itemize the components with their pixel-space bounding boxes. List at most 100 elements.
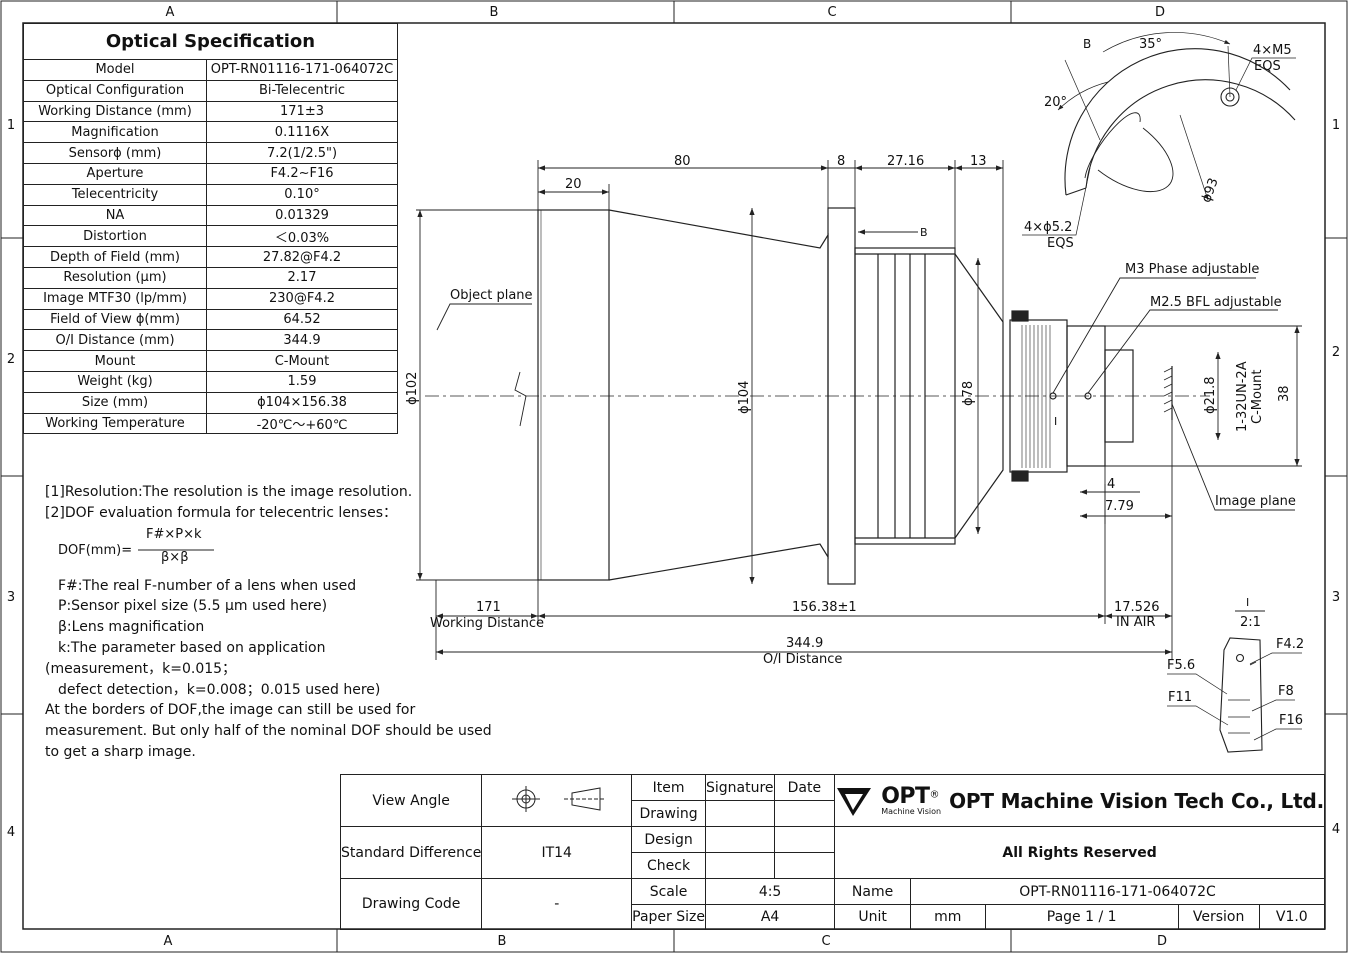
- scale-value: 4:5: [704, 878, 836, 905]
- version-value: V1.0: [1258, 904, 1326, 930]
- formula-numerator: F#×P×k: [146, 526, 202, 542]
- spec-value: 344.9: [206, 329, 398, 352]
- note-resolution: [1]Resolution:The resolution is the imag…: [45, 484, 413, 500]
- note-fnum: F#:The real F-number of a lens when used: [58, 577, 357, 594]
- spec-value: C-Mount: [206, 350, 398, 372]
- spec-key: Working Distance (mm): [23, 100, 207, 123]
- c-mount-label: C-Mount: [1250, 369, 1265, 424]
- lens-side-view: [425, 207, 1210, 585]
- angle-20: 20°: [1044, 95, 1068, 110]
- spec-key: Resolution (μm): [23, 266, 207, 289]
- spec-key: Sensorϕ (mm): [23, 142, 207, 164]
- working-distance-label: Working Distance: [430, 616, 544, 631]
- aperture-f11: F11: [1168, 690, 1193, 705]
- zone-row-4: 4: [6, 825, 16, 840]
- detail-b-view: [1022, 32, 1296, 236]
- zone-col-c-bottom: C: [821, 934, 831, 949]
- zone-col-b-bottom: B: [497, 934, 507, 949]
- spec-row: Weight (kg)1.59: [23, 370, 398, 393]
- spec-row: Working Distance (mm)171±3: [23, 100, 398, 123]
- zone-col-b: B: [489, 5, 499, 20]
- drawing-signature: [704, 800, 775, 827]
- spec-row: Depth of Field (mm)27.82@F4.2: [23, 246, 398, 268]
- spec-key: Size (mm): [23, 391, 207, 414]
- dia-104: ϕ104: [737, 380, 752, 414]
- spec-value: F4.2~F16: [206, 162, 398, 185]
- note-border-1: At the borders of DOF,the image can stil…: [45, 702, 416, 719]
- detail-i-scale: 2:1: [1240, 615, 1261, 630]
- zone-row-1-right: 1: [1331, 118, 1341, 133]
- drawing-date: [773, 800, 836, 827]
- notes-block: [1]Resolution:The resolution is the imag…: [45, 482, 492, 763]
- check-date: [773, 852, 836, 879]
- note-beta: β:Lens magnification: [58, 619, 205, 636]
- spec-value: 7.2(1/2.5"): [206, 142, 398, 164]
- spec-key: Optical Configuration: [23, 79, 207, 102]
- thread-spec: 1-32UN-2A: [1235, 361, 1250, 432]
- spec-value: Bi-Telecentric: [206, 79, 398, 102]
- company-name: OPT Machine Vision Tech Co., Ltd.: [949, 788, 1324, 813]
- scale-label: Scale: [631, 878, 706, 905]
- zone-col-a: A: [165, 5, 175, 20]
- std-diff-label: Standard Difference: [339, 826, 483, 879]
- item-header: Item: [631, 774, 706, 801]
- spec-value: 1.59: [206, 370, 398, 393]
- dia-21-8: ϕ21.8: [1203, 376, 1218, 414]
- projection-symbol: [481, 774, 633, 827]
- note-border-3: to get a sharp image.: [45, 743, 196, 760]
- detail-b-title: B: [1083, 37, 1092, 51]
- object-plane-label: Object plane: [450, 288, 533, 303]
- dof-formula: DOF(mm)= F#×P×k β×β: [45, 524, 492, 576]
- opt-logo-text: OPT: [881, 783, 930, 809]
- dim-7-79: 7.79: [1105, 499, 1134, 514]
- m3-phase-label: M3 Phase adjustable: [1125, 262, 1260, 277]
- unit-value: mm: [909, 904, 986, 930]
- spec-row: Field of View ϕ(mm)64.52: [23, 308, 398, 331]
- check-row-label: Check: [631, 852, 706, 879]
- spec-row: Distortion＜0.03%: [23, 225, 398, 248]
- registered-mark: ®: [929, 788, 940, 800]
- detail-i-title: I: [1246, 596, 1250, 609]
- paper-size-value: A4: [704, 904, 836, 930]
- opt-logo-subtitle: Machine Vision: [881, 806, 942, 816]
- opt-logo: OPT® Machine Vision: [881, 783, 942, 816]
- zone-row-3: 3: [6, 590, 16, 605]
- formula-denominator: β×β: [161, 549, 189, 565]
- note-dof: [2]DOF evaluation formula for telecentri…: [45, 504, 398, 521]
- m5-holes: 4×M5: [1253, 43, 1292, 58]
- note-pixel: P:Sensor pixel size (5.5 μm used here): [58, 598, 328, 615]
- in-air-label: IN AIR: [1116, 615, 1156, 630]
- paper-size-label: Paper Size: [631, 904, 706, 930]
- spec-key: Working Temperature: [23, 412, 207, 435]
- spec-value: 64.52: [206, 308, 398, 331]
- note-k: k:The parameter based on application: [58, 639, 326, 656]
- dim-8: 8: [837, 154, 846, 169]
- opt-logo-icon: [837, 787, 872, 816]
- date-header: Date: [773, 774, 836, 801]
- formula-lhs: DOF(mm)=: [58, 542, 133, 558]
- dimension-lines: [416, 160, 1302, 660]
- view-i-marker: I: [1054, 415, 1058, 428]
- spec-key: Telecentricity: [23, 183, 207, 206]
- spec-value: ＜0.03%: [206, 225, 398, 248]
- dim-156-38: 156.38±1: [792, 600, 857, 615]
- dim-20: 20: [565, 177, 582, 192]
- spec-key: O/I Distance (mm): [23, 329, 207, 352]
- note-measurement: (measurement，k=0.015；: [45, 660, 237, 677]
- hole-5-2: 4×ϕ5.2: [1024, 220, 1073, 235]
- spec-key: Image MTF30 (lp/mm): [23, 287, 207, 310]
- zone-col-d-bottom: D: [1156, 934, 1167, 949]
- spec-key: Depth of Field (mm): [23, 246, 207, 268]
- spec-row: Sensorϕ (mm)7.2(1/2.5"): [23, 142, 398, 164]
- angle-35: 35°: [1139, 37, 1163, 52]
- std-diff-value: IT14: [481, 826, 633, 879]
- spec-row: Size (mm)ϕ104×156.38: [23, 391, 398, 414]
- rights-reserved: All Rights Reserved: [834, 826, 1325, 879]
- design-signature: [704, 826, 775, 853]
- drawing-code-label: Drawing Code: [339, 878, 483, 930]
- spec-row: O/I Distance (mm)344.9: [23, 329, 398, 352]
- spec-value: -20℃～+60℃: [206, 412, 398, 435]
- zone-row-3-right: 3: [1331, 590, 1341, 605]
